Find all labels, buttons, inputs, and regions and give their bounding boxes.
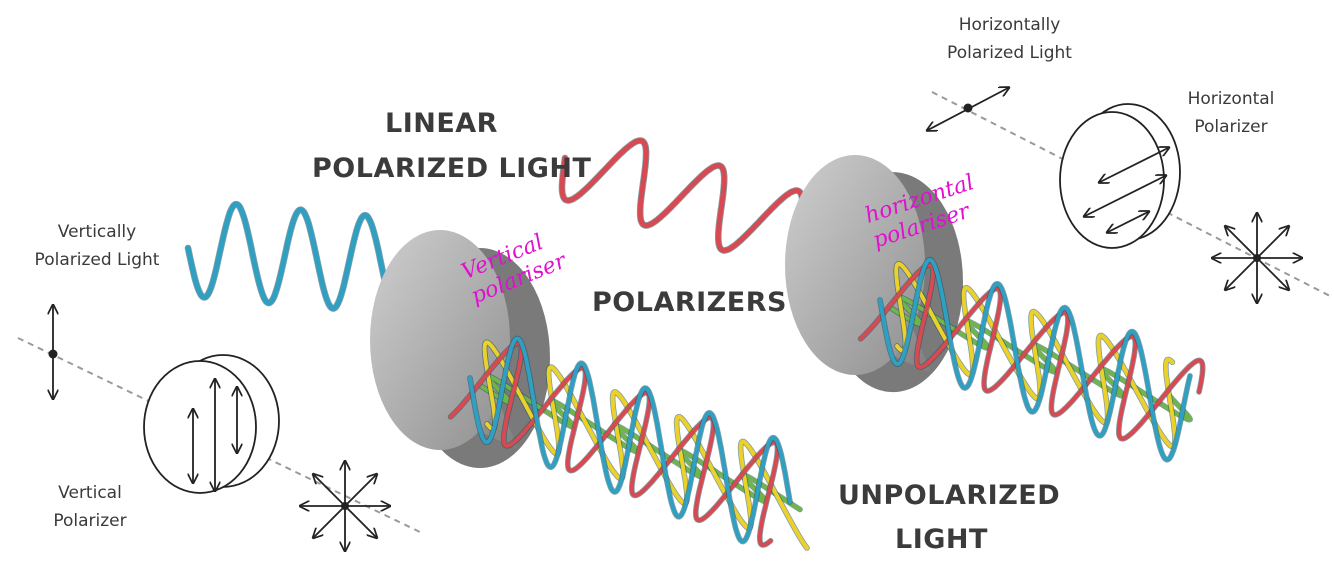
vertically-line2: Polarized Light (34, 250, 160, 270)
unpolarized-line1: UNPOLARIZED (838, 480, 1061, 511)
vertical-polarizer-label: Vertical Polarizer (30, 479, 150, 535)
horizontal-polarizer-line1: Horizontal (1187, 89, 1275, 109)
left-unpolarized-star-icon-ray-7 (344, 475, 376, 507)
horizontal-outline-front (1059, 111, 1165, 249)
icon-layer (49, 88, 1302, 550)
horizontal-polarizer-line2: Polarizer (1194, 117, 1268, 137)
right-unpolarized-star-icon-ray-7 (1256, 227, 1288, 259)
horizontal-arrow-dot (963, 103, 973, 113)
right-unpolarized-star-icon-ray-1 (1256, 257, 1288, 289)
vertical-outline-front (143, 360, 257, 494)
horizontal-arrow-icon (928, 88, 1008, 130)
right-unpolarized-blue-wave (878, 257, 1192, 462)
right-polarizer-disk (785, 155, 963, 393)
right-unpolarized-star-icon (1213, 214, 1301, 302)
title-line1: LINEAR (385, 108, 498, 139)
right-unpolarized-star-icon-ray-5 (1226, 227, 1258, 259)
left-unpolarized-star-icon-dot (341, 502, 349, 510)
unpolarized-line2: LIGHT (895, 524, 988, 555)
left-unpolarized-star-icon-ray-1 (344, 505, 376, 537)
left-unpolarized-blue-wave (468, 336, 792, 544)
left-unpolarized-star-icon (301, 462, 389, 550)
front-layer (447, 256, 1206, 551)
right-unpolarized-green-wave (888, 294, 1192, 422)
right-unpolarized-star-icon-dot (1253, 254, 1261, 262)
left-unpolarized-star-icon-ray-5 (314, 475, 346, 507)
horizontally-polarized-light-label: Horizontally Polarized Light (932, 11, 1087, 67)
horizontally-line1: Horizontally (958, 15, 1061, 35)
horizontally-line2: Polarized Light (947, 43, 1072, 63)
vertical-arrow-dot (48, 349, 58, 359)
vertically-polarized-light-label: Vertically Polarized Light (22, 218, 172, 274)
vertical-polarizer-line1: Vertical (58, 483, 122, 503)
disk-layer (370, 155, 963, 468)
vertical-polarizer-line2: Polarizer (53, 511, 127, 531)
title-line2: POLARIZED LIGHT (312, 153, 592, 184)
left-unpolarized-star-icon-ray-3 (314, 505, 346, 537)
horizontal-polarized-wave (559, 138, 805, 275)
horizontal-polarizer-label: Horizontal Polarizer (1172, 85, 1290, 141)
vertical-polarized-wave (185, 201, 423, 317)
vertical-polarizer-outline-icon (143, 354, 280, 494)
right-polarizer-disk-face (785, 155, 925, 375)
horizontal-inner-arrow-3 (1108, 212, 1148, 232)
vertically-line1: Vertically (57, 222, 137, 242)
horizontal-polarized-wave-outline (558, 137, 806, 276)
right-unpolarized-red-wave (858, 262, 1205, 441)
horizontal-polarizer-outline-icon (1059, 103, 1181, 249)
right-unpolarized-star-icon-ray-3 (1226, 257, 1258, 289)
horizontal-inner-arrow-2 (1085, 176, 1165, 216)
vertical-arrow-icon (49, 306, 58, 398)
polarizers-heading: POLARIZERS (592, 287, 787, 318)
